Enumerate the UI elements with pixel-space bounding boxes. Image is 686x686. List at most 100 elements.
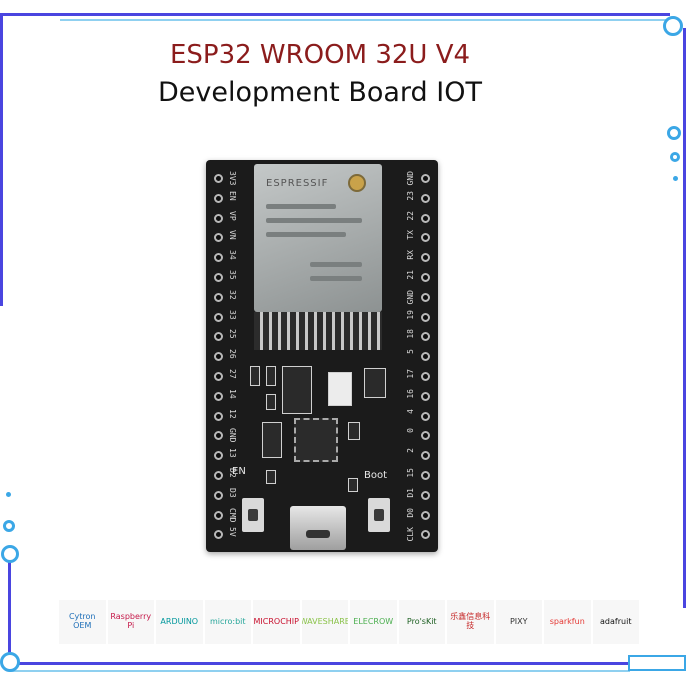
header-pin	[421, 471, 430, 480]
pin-label: 2	[406, 448, 415, 454]
pin-label: 4	[406, 408, 415, 414]
pin-label: 12	[228, 408, 237, 419]
header-pin	[421, 490, 430, 500]
usb-uart-chip	[294, 418, 338, 462]
micro-usb-port	[290, 506, 346, 550]
resistor-component	[266, 470, 276, 484]
frame-bottom-tab	[628, 655, 686, 671]
pin-label: CMD	[228, 507, 237, 523]
pin-label: GND	[228, 428, 237, 443]
header-pin	[214, 372, 223, 381]
regulator-component	[282, 366, 312, 414]
header-pin	[214, 312, 223, 322]
brand-logo: 乐鑫信息科技	[447, 600, 494, 644]
pin-label: 0	[406, 428, 415, 434]
frame-ring-top-right	[663, 16, 683, 36]
pin-label: GND	[406, 289, 415, 305]
header-pin	[214, 292, 223, 302]
arduino-logo: ARDUINO	[156, 600, 203, 644]
frame-dot-right	[673, 176, 678, 181]
pin-label: GND	[406, 171, 415, 186]
pin-label: VN	[228, 230, 237, 241]
pin-label: 33	[228, 309, 237, 320]
pin-label: 19	[406, 309, 415, 320]
frame-left-bottom-line	[8, 560, 11, 670]
header-pin	[214, 510, 223, 520]
pin-label: CLK	[406, 527, 415, 542]
pin-label: 32	[228, 289, 237, 300]
pin-label: D3	[228, 487, 237, 498]
pin-label: D1	[406, 487, 415, 498]
header-pin	[214, 490, 223, 500]
module-brand-text: ESPRESSIF	[266, 178, 329, 189]
header-pin	[214, 273, 223, 282]
header-pin	[214, 233, 223, 243]
en-reset-button	[242, 498, 264, 532]
header-pin	[421, 292, 430, 302]
header-pin	[214, 213, 223, 223]
frame-ring-right-2	[670, 152, 680, 162]
frame-left-line	[0, 16, 3, 306]
pin-label: VP	[228, 210, 237, 221]
header-pin	[421, 372, 430, 381]
header-pin	[421, 510, 430, 520]
pin-label: 18	[406, 329, 415, 340]
microbit-logo: micro:bit	[204, 600, 251, 644]
pin-label: 5	[406, 349, 415, 355]
pin-label: TX	[406, 230, 415, 241]
header-pin	[421, 233, 430, 243]
header-pin	[214, 471, 223, 480]
module-marking	[310, 276, 362, 281]
pin-label: 22	[406, 210, 415, 221]
pin-label: 26	[228, 349, 237, 359]
led-component	[364, 368, 386, 398]
header-pin	[214, 332, 223, 342]
product-title-line2: Development Board IOT	[158, 77, 482, 108]
diode-component	[328, 372, 352, 406]
resistor-component	[266, 394, 276, 410]
pin-label: 17	[406, 369, 415, 379]
header-pin	[214, 530, 223, 540]
sparkfun-logo: sparkfun	[544, 600, 591, 644]
pin-label: EN	[228, 190, 237, 201]
header-pin	[421, 352, 430, 362]
header-pin	[421, 411, 430, 421]
waveshare-logo: WAVESHARE	[301, 600, 348, 644]
header-pin	[421, 530, 430, 540]
antenna-connector-icon	[348, 174, 366, 192]
header-pin	[421, 193, 430, 203]
frame-ring-left-1	[3, 520, 15, 532]
module-marking	[266, 218, 362, 223]
pin-label: 35	[228, 270, 237, 280]
boot-button	[368, 498, 390, 532]
pixy-logo: PIXY	[495, 600, 542, 644]
header-pin	[421, 273, 430, 282]
header-pin	[214, 253, 223, 263]
header-pin	[214, 391, 223, 401]
proskit-logo: Pro'sKit	[398, 600, 445, 644]
header-pin	[214, 411, 223, 421]
pin-label: RX	[406, 250, 415, 260]
product-title-line1: ESP32 WROOM 32U V4	[169, 40, 471, 70]
resistor-component	[262, 422, 282, 458]
pin-label: 27	[228, 369, 237, 379]
header-pin	[214, 431, 223, 441]
header-pin	[421, 391, 430, 401]
pin-label: 16	[406, 388, 415, 399]
frame-top-line	[0, 13, 670, 16]
frame-dot-left-1	[6, 492, 11, 497]
cytron-logo: Cytron OEM	[59, 600, 106, 644]
frame-ring-right-1	[667, 126, 681, 140]
header-pin	[421, 174, 430, 183]
pin-label: 25	[228, 329, 237, 340]
header-pin	[214, 451, 223, 461]
pin-label: 13	[228, 448, 237, 458]
module-castellated-pads	[254, 312, 382, 350]
raspberry-pi-logo: Raspberry Pi	[107, 600, 154, 644]
capacitor-component	[266, 366, 276, 386]
frame-ring-bottom-left	[0, 652, 20, 672]
module-marking	[266, 232, 346, 237]
en-button-label: EN	[232, 466, 246, 477]
